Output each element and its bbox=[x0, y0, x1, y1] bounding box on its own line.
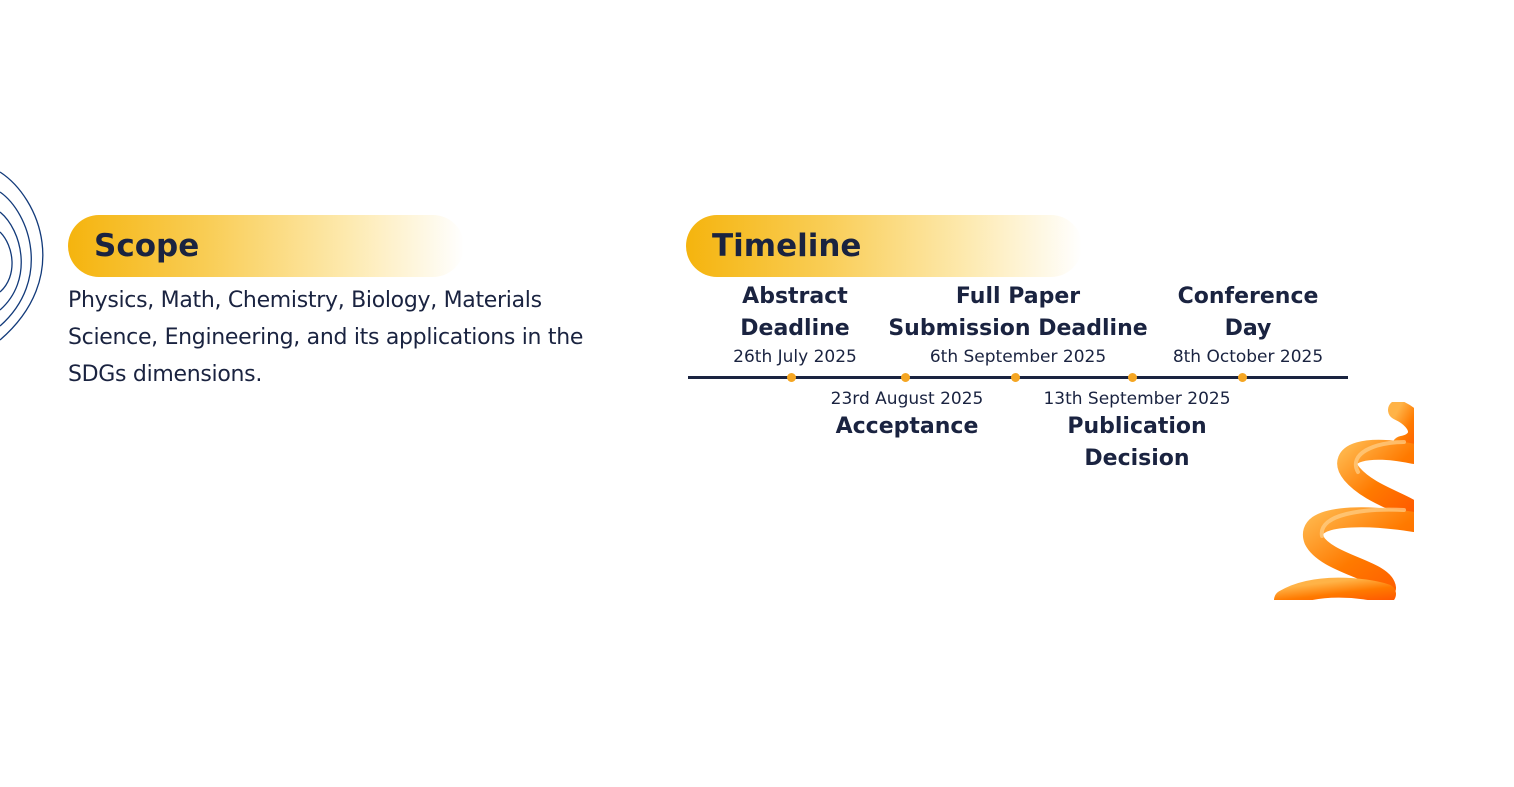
timeline-dot-publication bbox=[1128, 373, 1137, 382]
event-title: Day bbox=[1224, 316, 1272, 341]
timeline-title: Timeline bbox=[712, 228, 862, 264]
timeline-event-conference: Conference Day 8th October 2025 bbox=[1108, 281, 1388, 369]
event-date: 6th September 2025 bbox=[929, 347, 1107, 367]
timeline-dot-abstract bbox=[787, 373, 796, 382]
timeline-event-full-paper: Full Paper Submission Deadline 6th Septe… bbox=[878, 281, 1158, 369]
timeline-dot-conference bbox=[1238, 373, 1247, 382]
timeline-event-acceptance: 23rd August 2025 Acceptance bbox=[767, 387, 1047, 443]
event-title: Conference bbox=[1177, 284, 1319, 309]
event-title: Full Paper bbox=[955, 284, 1081, 309]
event-title: Deadline bbox=[740, 316, 850, 341]
timeline-dot-acceptance bbox=[901, 373, 910, 382]
event-date: 13th September 2025 bbox=[1043, 389, 1231, 409]
event-title: Acceptance bbox=[835, 414, 979, 439]
event-title: Abstract bbox=[742, 284, 848, 309]
timeline-event-abstract: Abstract Deadline 26th July 2025 bbox=[655, 281, 935, 369]
event-title: Decision bbox=[1084, 446, 1190, 471]
concentric-arcs-icon bbox=[0, 171, 44, 341]
scope-description: Physics, Math, Chemistry, Biology, Mater… bbox=[68, 288, 584, 387]
scope-header: Scope bbox=[68, 215, 464, 277]
timeline-event-publication: 13th September 2025 Publication Decision bbox=[997, 387, 1277, 475]
event-date: 26th July 2025 bbox=[733, 347, 857, 367]
timeline-dot-full-paper bbox=[1011, 373, 1020, 382]
event-title: Publication bbox=[1067, 414, 1207, 439]
timeline-header: Timeline bbox=[686, 215, 1082, 277]
event-date: 23rd August 2025 bbox=[830, 389, 984, 409]
scope-title: Scope bbox=[94, 228, 200, 264]
event-title: Submission Deadline bbox=[888, 316, 1148, 341]
orange-spiral-icon bbox=[1274, 402, 1414, 600]
event-date: 8th October 2025 bbox=[1172, 347, 1324, 367]
